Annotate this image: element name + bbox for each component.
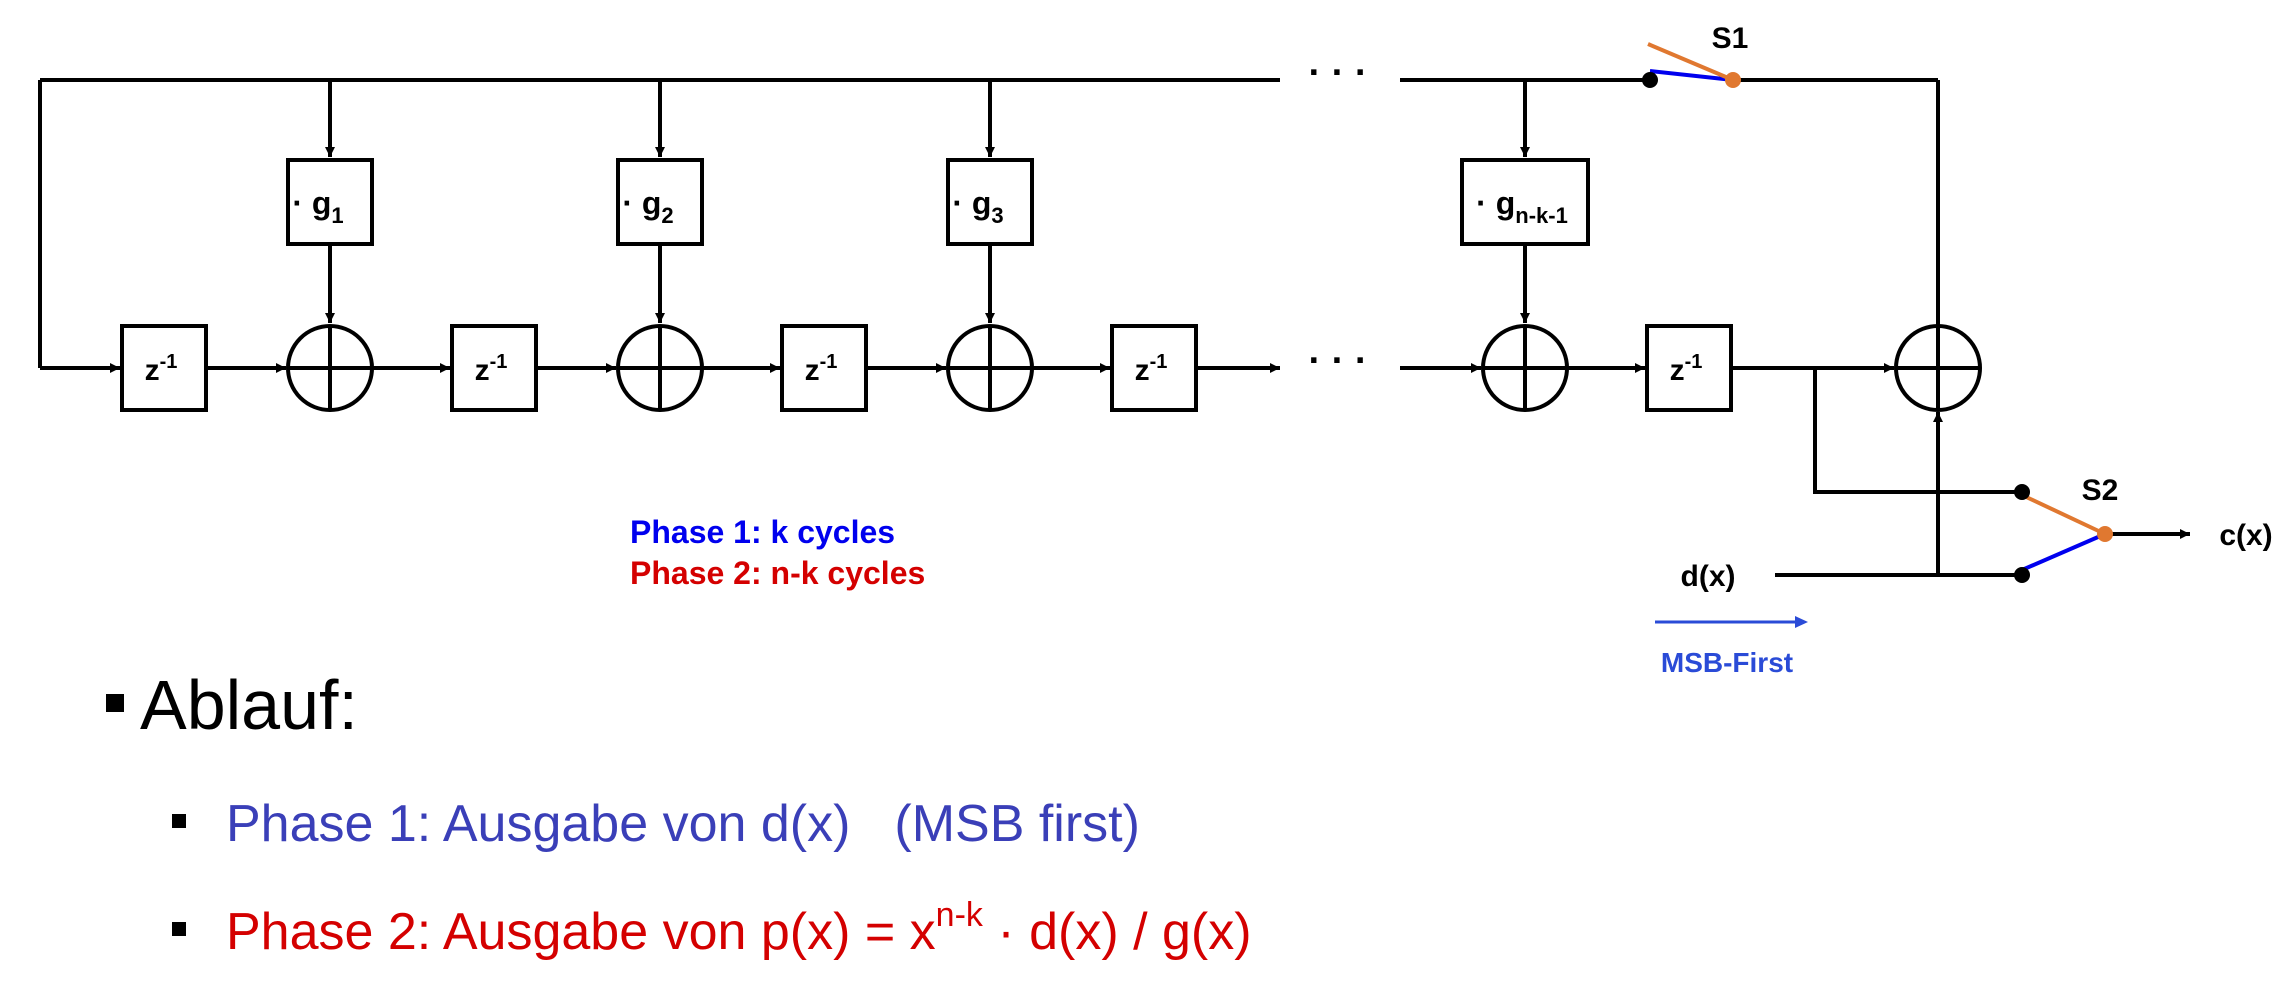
multiplier-label-g1: · g1 — [292, 185, 343, 228]
switch-s2 — [2014, 484, 2113, 583]
input-label: d(x) — [1681, 560, 1736, 593]
bullet-phase2-exponent: n-k — [935, 896, 983, 934]
s2-blue-position — [2021, 532, 2106, 572]
multiplier-label-g3: · g3 — [952, 185, 1003, 228]
delay-label-1: z-1 — [145, 351, 178, 387]
phase1-legend: Phase 1: k cycles — [630, 514, 895, 550]
switch-s1 — [1642, 42, 1741, 88]
adder-2 — [616, 324, 704, 412]
phase2-legend: Phase 2: n-k cycles — [630, 555, 925, 591]
adder-3 — [946, 324, 1034, 412]
bullet-phase2: Phase 2: Ausgabe von p(x) = xn-k · d(x) … — [172, 898, 1252, 961]
bullet-phase2-prefix: Phase 2: Ausgabe von p(x) = x — [226, 903, 936, 961]
ellipsis-chain: · · · — [1308, 340, 1367, 382]
switch-s1-label: S1 — [1712, 22, 1749, 55]
bullet-phase1-text: Phase 1: Ausgabe von d(x) — [226, 795, 851, 853]
delay-label-3: z-1 — [805, 351, 838, 387]
delay-label-5: z-1 — [1670, 351, 1703, 387]
bullet-phase1-note: (MSB first) — [894, 795, 1140, 853]
s1-orange-position — [1647, 42, 1734, 82]
output-label: c(x) — [2219, 519, 2272, 552]
delay-label-4: z-1 — [1135, 351, 1168, 387]
msb-arrowhead — [1795, 616, 1808, 628]
adder-4 — [1481, 324, 1569, 412]
adder-final — [1894, 324, 1982, 412]
bullet-square-icon — [172, 814, 186, 829]
multiplier-label-gnk1: · gn-k-1 — [1476, 185, 1568, 228]
switch-s2-label: S2 — [2082, 474, 2119, 507]
ellipsis-top: · · · — [1308, 52, 1367, 94]
lfsr-encoder-diagram: · · · · · · · g1 · g2 · g3 · gn-k-1 z-1 … — [38, 22, 2273, 678]
delay-label-2: z-1 — [475, 351, 508, 387]
s2-orange-position — [2021, 493, 2106, 536]
msb-first-label: MSB-First — [1661, 647, 1793, 678]
s1-blue-position — [1649, 69, 1734, 82]
branch-to-s2 — [1813, 368, 2017, 494]
adder-1 — [286, 324, 374, 412]
bullet-square-icon — [172, 922, 186, 937]
bullet-phase1: Phase 1: Ausgabe von d(x) (MSB first) — [172, 798, 1140, 850]
multiplier-label-g2: · g2 — [622, 185, 673, 228]
bullet-phase2-suffix: · d(x) / g(x) — [982, 903, 1252, 961]
